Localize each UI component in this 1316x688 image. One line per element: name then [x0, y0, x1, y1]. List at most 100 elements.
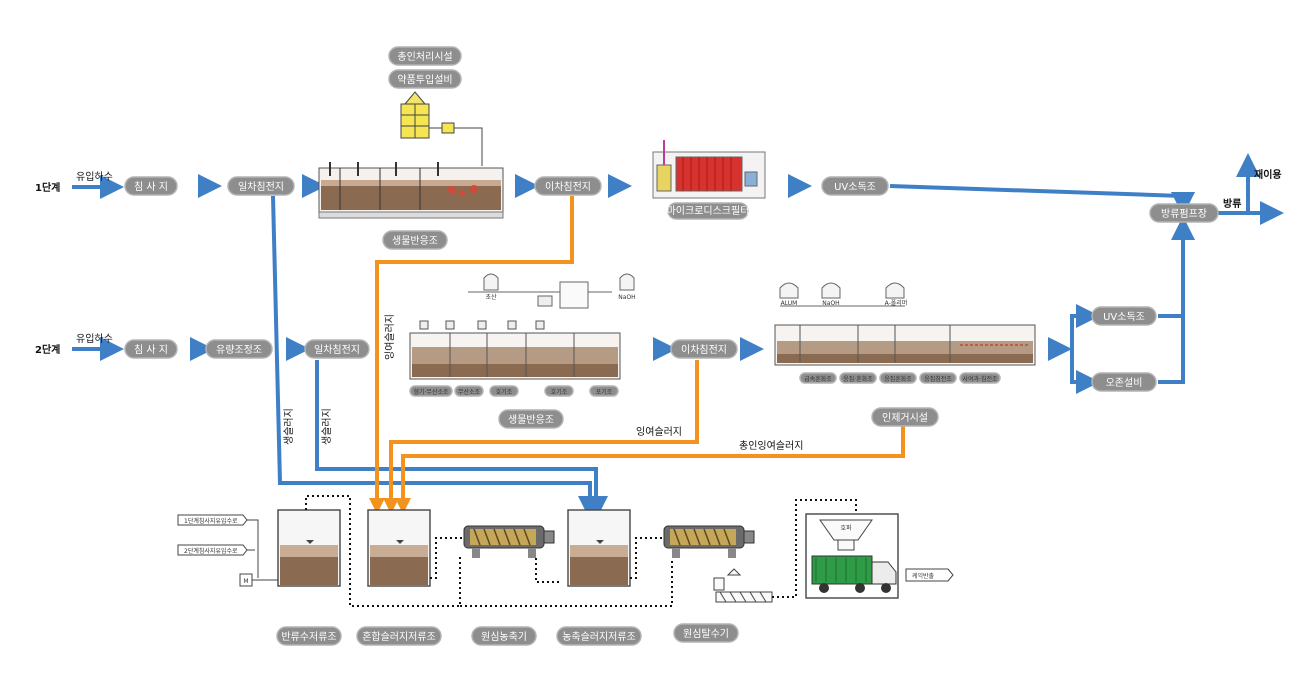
p-zone-5: 사여과·침전조 [962, 375, 998, 383]
stage2-bio-node: 생물반응조 [498, 409, 564, 429]
return-pipe [305, 495, 461, 607]
svg-text:ALUM: ALUM [781, 300, 798, 307]
reuse-label: 재이용 [1254, 168, 1282, 181]
excess-sludge-lines [369, 196, 905, 514]
raw-sludge-label-1: 생슬러지 [283, 408, 295, 445]
stage2-uv-node: UV소독조 [1091, 306, 1157, 326]
excess-sludge-label-h: 잉여슬러지 [636, 426, 682, 438]
p-zone-3: 응집혼화조 [884, 375, 912, 383]
stage1-grit-node: 침 사 지 [124, 176, 178, 196]
p-removal-label: 인제거시설 [882, 412, 928, 424]
thickened-sludge-tank-node: 농축슬러지저류조 [556, 626, 642, 646]
svg-text:M: M [243, 578, 248, 585]
p-excess-sludge-line [395, 425, 905, 514]
to-ozone-line [1070, 349, 1100, 394]
to-uv2-line [1070, 304, 1100, 349]
stage1-uv-label: UV소독조 [834, 181, 876, 193]
cake-out-tag: 케익반출 [905, 568, 954, 582]
sludge-inflow-2: 2단계침사지유입수로 [177, 544, 248, 556]
raw-sludge-label-2: 생슬러지 [321, 408, 333, 445]
stage2-label: 2단계 [35, 343, 60, 356]
stage1-bio-node: 생물반응조 [382, 230, 448, 250]
svg-text:NaOH: NaOH [618, 294, 635, 301]
p-removal-zone-tags: 급속혼화조 응집·혼화조 응집혼화조 응집침전조 사여과·침전조 [799, 372, 1001, 384]
excess-sludge-line-1 [369, 196, 574, 514]
p-tag-polymer: A-폴리머 [885, 282, 907, 307]
excess-sludge-line-2 [383, 360, 699, 514]
bio-zone-4: 호기조 [551, 388, 568, 396]
stage2-flow-lines [72, 216, 1195, 394]
stage1-inflow-label: 유입하수 [76, 170, 113, 183]
stage1-secondary-label: 이차침전지 [545, 181, 591, 193]
stage1-primary-node: 일차침전지 [227, 176, 295, 196]
bio-zone-5: 포기조 [596, 388, 613, 396]
dewaterer-node: 원심탈수기 [673, 623, 739, 643]
sludge-inflow-1: 1단계침사지유입수로 [177, 514, 248, 526]
bio-zone-1: 혐기·무산소조 [413, 388, 449, 396]
stage2-bio-label: 생물반응조 [508, 414, 554, 426]
stage1-bio-reactor [318, 162, 504, 219]
p-excess-sludge-label: 총인잉여슬러지 [739, 440, 803, 452]
svg-text:2단계침사지유입수로: 2단계침사지유입수로 [184, 547, 238, 555]
pump-station-node: 방류펌프장 [1149, 203, 1219, 223]
svg-text:NaOH: NaOH [822, 300, 839, 307]
chem-title-1: 총인처리시설 [397, 51, 452, 63]
chem-tag-acetic: 초산 [483, 273, 499, 301]
ozone-label: 오존설비 [1106, 377, 1143, 389]
uv2-to-pump-line [1158, 216, 1195, 318]
return-water-tank-label: 반류수저류조 [281, 631, 336, 643]
cake-pipe [772, 499, 857, 598]
mixed-sludge-tank-label: 혼합슬러지저류조 [362, 630, 436, 643]
thickener-node: 원심농축기 [471, 626, 537, 646]
p-zone-2: 응집·혼화조 [843, 375, 873, 383]
p-removal-facility: ALUM NaOH A-폴리머 [774, 282, 1036, 366]
stage1-uv-node: UV소독조 [821, 176, 889, 196]
pump-station-label: 방류펌프장 [1161, 208, 1207, 220]
stage2-eq-label: 유량조정조 [216, 344, 262, 356]
svg-text:1단계침사지유입수로: 1단계침사지유입수로 [184, 517, 238, 525]
chem-tank-icon [400, 91, 483, 166]
centrifugal-dewaterer [663, 525, 755, 558]
thickened-sludge-tank-label: 농축슬러지저류조 [562, 631, 636, 643]
p-zone-1: 급속혼화조 [804, 375, 832, 383]
raw-sludge-lines [271, 195, 608, 520]
p-zone-4: 응집침전조 [924, 375, 952, 383]
centrifugal-thickener [463, 525, 555, 558]
bio-zone-3: 호기조 [496, 388, 513, 396]
stage1-flow-lines [72, 153, 1284, 225]
stage2-bio-reactor: 초산 NaOH [409, 273, 636, 380]
ozone-to-pump-line [1158, 316, 1185, 384]
raw-sludge-line-1 [271, 195, 602, 520]
stage2-secondary-node: 이차침전지 [670, 339, 738, 359]
stage2-eq-node: 유량조정조 [205, 339, 273, 359]
cake-truck [811, 555, 897, 593]
svg-text:초산: 초산 [485, 293, 497, 301]
ozone-node: 오존설비 [1091, 372, 1157, 392]
stage1-label: 1단계 [35, 181, 60, 194]
p-tag-alum: ALUM [779, 282, 799, 307]
stage2-primary-label: 일차침전지 [314, 344, 360, 356]
stage2-grit-node: 침 사 지 [124, 339, 178, 359]
stage1-filter-label: 마이크로디스크필터 [667, 205, 750, 217]
svg-text:호퍼: 호퍼 [840, 524, 851, 532]
disk-filter-icon [652, 140, 766, 199]
svg-text:케익반출: 케익반출 [912, 572, 935, 580]
stage2-secondary-label: 이차침전지 [681, 344, 727, 356]
stage2-uv-label: UV소독조 [1103, 311, 1145, 323]
p-removal-node: 인제거시설 [871, 407, 939, 427]
cake-conveyor [713, 568, 773, 603]
return-water-tank-node: 반류수저류조 [276, 626, 342, 646]
stage2-bio-zone-tags: 혐기·무산소조 무산소조 호기조 호기조 포기조 [409, 385, 619, 397]
sludge-piping [305, 495, 857, 607]
mixed-sludge-tank [367, 509, 431, 587]
stage1-secondary-node: 이차침전지 [534, 176, 602, 196]
stage2-grit-label: 침 사 지 [134, 344, 168, 356]
stage2-inflow-label: 유입하수 [76, 332, 113, 345]
chem-title-2: 약품투입설비 [397, 73, 452, 86]
pipe [430, 537, 462, 579]
cake-hopper: 호퍼 [805, 513, 899, 599]
pipe [630, 537, 662, 579]
pipe [535, 558, 562, 583]
dewaterer-label: 원심탈수기 [683, 627, 729, 640]
